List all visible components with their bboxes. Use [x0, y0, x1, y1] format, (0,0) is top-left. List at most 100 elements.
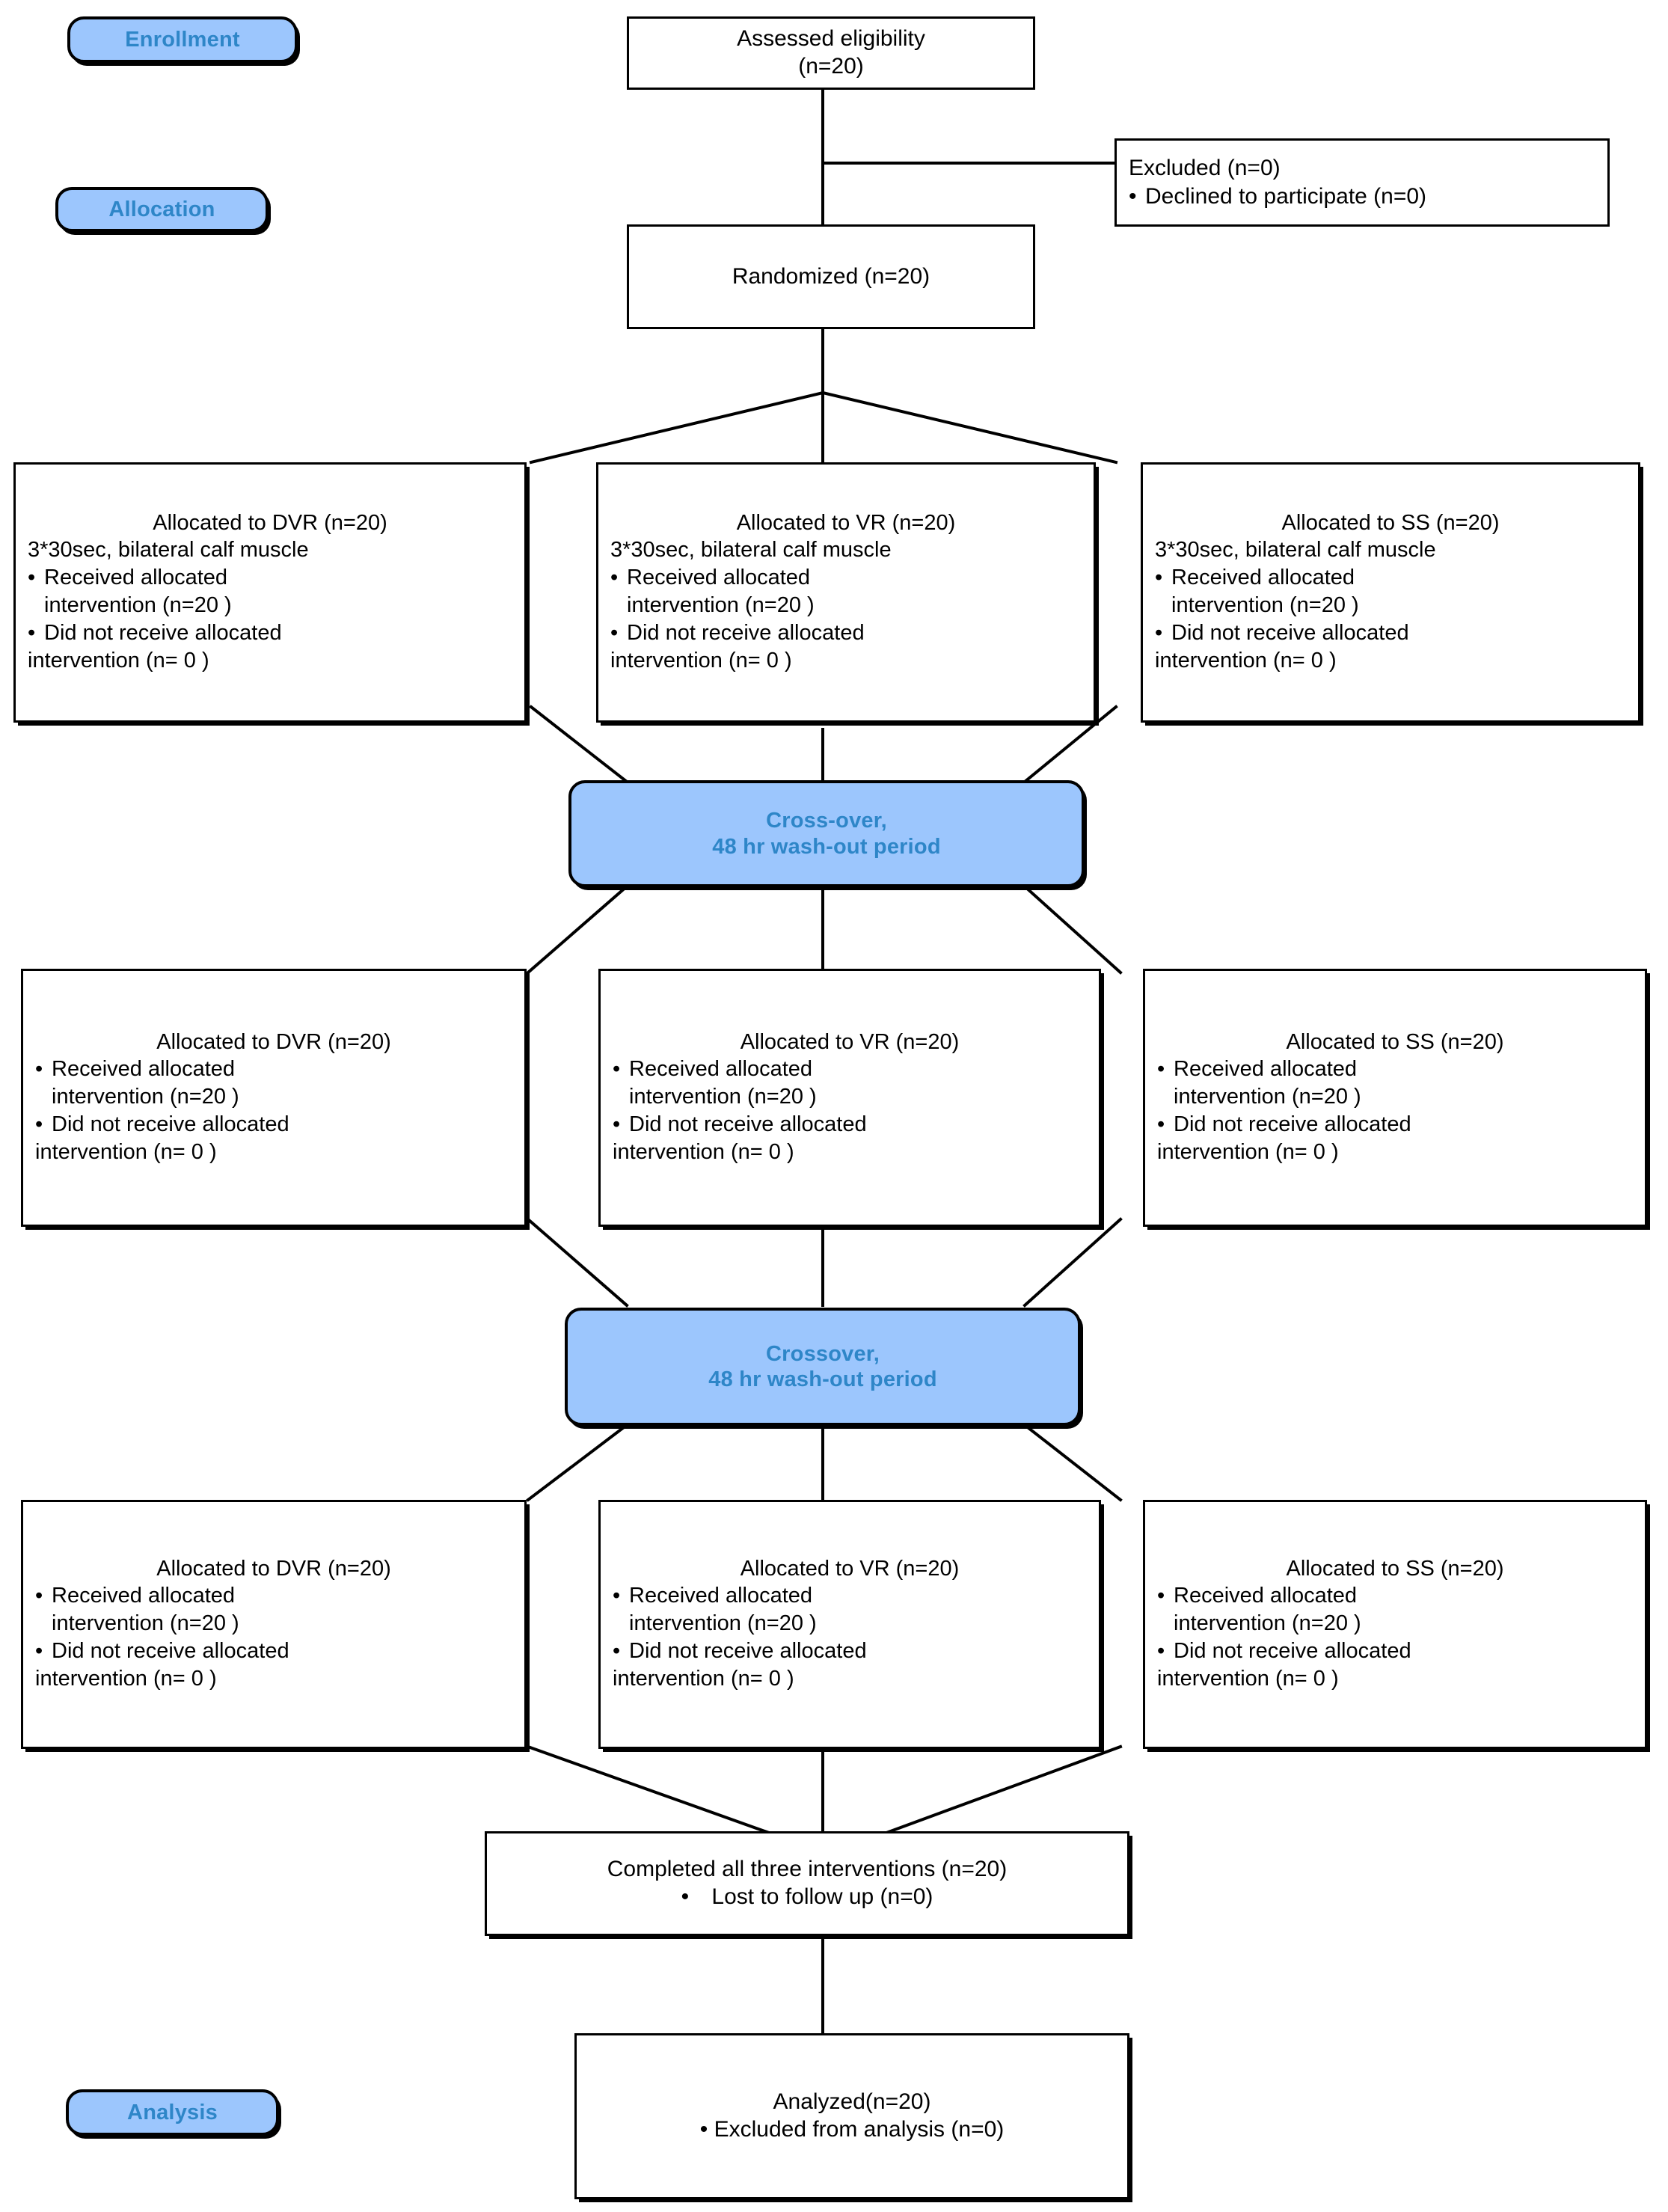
allocation-row1-dvr-title: Allocated to DVR (n=20): [153, 510, 387, 535]
allocation-row1-ss-b1-l2: intervention (n=20 ): [1171, 593, 1359, 618]
excluded-line1: Excluded (n=0): [1129, 155, 1281, 180]
stage-badge-analysis[interactable]: Analysis: [66, 2089, 279, 2136]
allocation-row1-dvr-b2-l1: Did not receive allocated: [44, 621, 282, 646]
allocation-row1-ss-b1-l1: Received allocated: [1171, 566, 1355, 590]
bullet-icon: •: [1157, 1056, 1165, 1081]
stage-badge-allocation[interactable]: Allocation: [55, 187, 269, 232]
allocation-row1-dvr-dose: 3*30sec, bilateral calf muscle: [28, 537, 309, 562]
allocation-row3-ss-b1-l1: Received allocated: [1174, 1583, 1358, 1608]
allocation-row2-box-vr[interactable]: Allocated to VR (n=20) • Received alloca…: [598, 969, 1101, 1227]
allocation-row2-dvr-b1-l1: Received allocated: [52, 1056, 236, 1081]
excluded-box[interactable]: Excluded (n=0) • Declined to participate…: [1114, 138, 1610, 227]
allocation-row1-box-vr[interactable]: Allocated to VR (n=20) 3*30sec, bilatera…: [596, 462, 1096, 723]
allocation-row1-dvr-bullet-2: • Did not receive allocated: [28, 619, 512, 647]
bullet-icon: •: [1155, 566, 1163, 590]
completed-bullet-1-text: Lost to follow up (n=0): [711, 1884, 933, 1909]
allocation-row1-ss-title: Allocated to SS (n=20): [1281, 510, 1500, 535]
allocation-row3-vr-title: Allocated to VR (n=20): [740, 1556, 960, 1581]
edge-randomized-to-ss1: [821, 390, 1118, 465]
allocation-row3-ss-b1-l2: intervention (n=20 ): [1174, 1611, 1361, 1636]
allocation-row3-vr-bullet-1: • Received allocated: [613, 1582, 1087, 1610]
allocation-row2-vr-title: Allocated to VR (n=20): [740, 1029, 960, 1054]
allocation-row1-ss-b2-l2: intervention (n= 0 ): [1155, 649, 1337, 673]
allocation-row2-ss-bullet-1: • Received allocated: [1157, 1056, 1633, 1083]
allocation-row2-dvr-bullet-2: • Did not receive allocated: [35, 1111, 512, 1139]
allocation-row3-box-vr[interactable]: Allocated to VR (n=20) • Received alloca…: [598, 1500, 1101, 1749]
crossover-box-1[interactable]: Cross-over, 48 hr wash-out period: [568, 780, 1085, 887]
allocation-row3-dvr-b1-l1: Received allocated: [52, 1583, 236, 1608]
allocation-row2-ss-b1-l2: intervention (n=20 ): [1174, 1085, 1361, 1109]
stage-badge-enrollment[interactable]: Enrollment: [67, 16, 298, 63]
analyzed-line1: Analyzed(n=20): [773, 2089, 931, 2115]
allocation-row3-dvr-bullet-1: • Received allocated: [35, 1582, 512, 1610]
allocation-row2-ss-bullet-2: • Did not receive allocated: [1157, 1111, 1633, 1139]
randomized-box[interactable]: Randomized (n=20): [627, 224, 1035, 329]
edge-row3-dvr-to-completed: [526, 1744, 771, 1835]
crossover-box-2-line1: Crossover,: [766, 1341, 880, 1366]
allocation-row1-vr-dose: 3*30sec, bilateral calf muscle: [610, 537, 892, 562]
allocation-row3-dvr-b1-l2: intervention (n=20 ): [52, 1611, 239, 1636]
crossover-box-1-line1: Cross-over,: [766, 809, 887, 833]
randomized-line1: Randomized (n=20): [732, 263, 930, 289]
allocation-row2-box-dvr[interactable]: Allocated to DVR (n=20) • Received alloc…: [21, 969, 527, 1227]
allocation-row1-vr-b2-l2: intervention (n= 0 ): [610, 649, 792, 673]
allocation-row2-dvr-b1-l2: intervention (n=20 ): [52, 1085, 239, 1109]
allocation-row3-dvr-title: Allocated to DVR (n=20): [156, 1556, 391, 1581]
analyzed-box[interactable]: Analyzed(n=20) • Excluded from analysis …: [574, 2033, 1129, 2199]
bullet-icon: •: [1129, 184, 1137, 209]
allocation-row3-ss-bullet-1: • Received allocated: [1157, 1582, 1633, 1610]
excluded-bullet-1: • Declined to participate (n=0): [1129, 183, 1595, 211]
allocation-row1-vr-bullet-2: • Did not receive allocated: [610, 619, 1082, 647]
stage-badge-allocation-label: Allocation: [108, 197, 215, 221]
allocation-row3-box-dvr[interactable]: Allocated to DVR (n=20) • Received alloc…: [21, 1500, 527, 1749]
allocation-row2-vr-b2-l1: Did not receive allocated: [629, 1112, 867, 1137]
allocation-row3-vr-b2-l1: Did not receive allocated: [629, 1639, 867, 1664]
allocation-row1-vr-b1-l1: Received allocated: [627, 566, 811, 590]
crossover-box-2[interactable]: Crossover, 48 hr wash-out period: [565, 1308, 1081, 1426]
bullet-icon: •: [35, 1583, 43, 1608]
allocation-row1-box-ss[interactable]: Allocated to SS (n=20) 3*30sec, bilatera…: [1141, 462, 1640, 723]
allocation-row2-dvr-b2-l2: intervention (n= 0 ): [35, 1140, 217, 1165]
bullet-icon: •: [613, 1112, 621, 1137]
allocation-row2-box-ss[interactable]: Allocated to SS (n=20) • Received alloca…: [1143, 969, 1647, 1227]
allocation-row2-vr-bullet-1: • Received allocated: [613, 1056, 1087, 1083]
allocation-row3-ss-bullet-2: • Did not receive allocated: [1157, 1637, 1633, 1665]
allocation-row2-dvr-b2-l1: Did not receive allocated: [52, 1112, 289, 1137]
bullet-icon: •: [1157, 1583, 1165, 1608]
allocation-row3-ss-title: Allocated to SS (n=20): [1286, 1556, 1504, 1581]
bullet-icon: •: [681, 1884, 690, 1909]
crossover-box-1-line2: 48 hr wash-out period: [712, 834, 941, 859]
bullet-icon: •: [1157, 1639, 1165, 1664]
analyzed-bullet-1-text: Excluded from analysis (n=0): [714, 2117, 1005, 2142]
bullet-icon: •: [35, 1112, 43, 1137]
allocation-row2-vr-b2-l2: intervention (n= 0 ): [613, 1140, 794, 1165]
allocation-row3-box-ss[interactable]: Allocated to SS (n=20) • Received alloca…: [1143, 1500, 1647, 1749]
bullet-icon: •: [28, 566, 36, 590]
stage-badge-enrollment-label: Enrollment: [125, 27, 240, 52]
allocation-row1-box-dvr[interactable]: Allocated to DVR (n=20) 3*30sec, bilater…: [13, 462, 527, 723]
allocation-row1-vr-bullet-1: • Received allocated: [610, 564, 1082, 592]
allocation-row3-vr-b2-l2: intervention (n= 0 ): [613, 1667, 794, 1691]
allocation-row2-vr-b1-l2: intervention (n=20 ): [629, 1085, 817, 1109]
allocation-row3-vr-b1-l2: intervention (n=20 ): [629, 1611, 817, 1636]
bullet-icon: •: [1157, 1112, 1165, 1137]
assessed-eligibility-box[interactable]: Assessed eligibility (n=20): [627, 16, 1035, 90]
allocation-row2-vr-bullet-2: • Did not receive allocated: [613, 1111, 1087, 1139]
allocation-row1-vr-b1-l2: intervention (n=20 ): [627, 593, 815, 618]
assessed-eligibility-line1: Assessed eligibility: [737, 26, 925, 52]
allocation-row1-ss-bullet-1: • Received allocated: [1155, 564, 1626, 592]
completed-line1: Completed all three interventions (n=20): [607, 1857, 1008, 1882]
allocation-row1-vr-b2-l1: Did not receive allocated: [627, 621, 865, 646]
analyzed-bullet-1: • Excluded from analysis (n=0): [577, 2116, 1127, 2144]
allocation-row1-vr-title: Allocated to VR (n=20): [736, 510, 956, 535]
allocation-row1-ss-dose: 3*30sec, bilateral calf muscle: [1155, 537, 1436, 562]
bullet-icon: •: [613, 1583, 621, 1608]
allocation-row2-ss-b2-l2: intervention (n= 0 ): [1157, 1140, 1339, 1165]
edge-row3-ss-to-completed: [884, 1744, 1123, 1835]
completed-interventions-box[interactable]: Completed all three interventions (n=20)…: [485, 1831, 1129, 1936]
allocation-row2-vr-b1-l1: Received allocated: [629, 1056, 813, 1081]
stage-badge-analysis-label: Analysis: [127, 2100, 218, 2124]
edge-crossover1-to-ss2: [1022, 884, 1123, 975]
bullet-icon: •: [35, 1056, 43, 1081]
bullet-icon: •: [613, 1056, 621, 1081]
